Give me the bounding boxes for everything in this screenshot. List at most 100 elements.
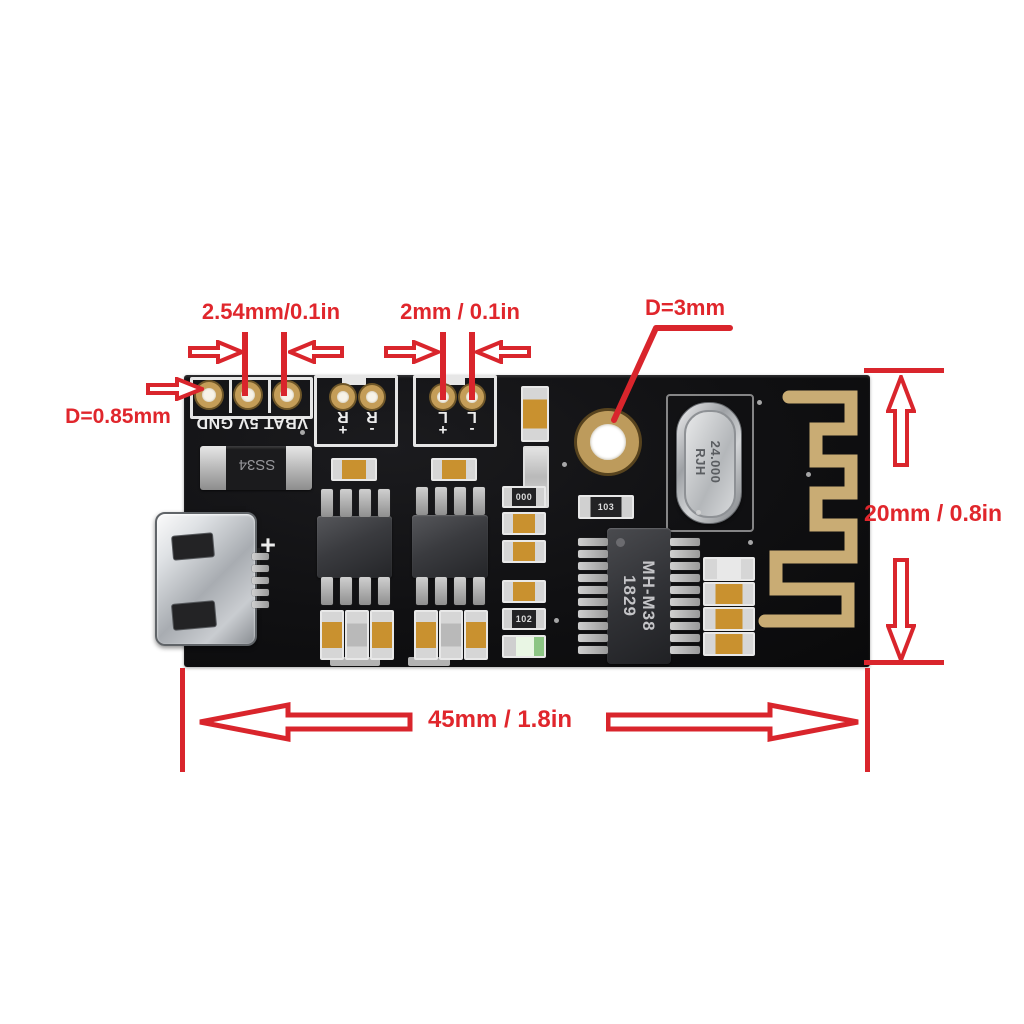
ic-pin: [578, 538, 608, 546]
edge-pad: [408, 657, 450, 666]
measure-line: [281, 332, 287, 396]
chip-pin: [473, 577, 485, 605]
led-indicator: [502, 635, 546, 658]
chip-pin: [435, 577, 447, 605]
l-plus-label: + L: [438, 408, 448, 438]
ic-pin: [578, 574, 608, 582]
chip-pin: [340, 577, 352, 605]
ic-pin: [578, 598, 608, 606]
leader-line: [611, 325, 733, 423]
via-dot: [696, 510, 701, 515]
dimension-tick: [864, 660, 944, 665]
ic-pin: [670, 550, 700, 558]
r-minus-label: - R: [366, 408, 378, 438]
ic-pin: [670, 610, 700, 618]
l-minus-label: - L: [467, 408, 477, 438]
ic-pin: [578, 646, 608, 654]
r-plus-label: + R: [337, 408, 349, 438]
header-pitch-label: 2.54mm/0.1in: [201, 299, 341, 324]
board-width-label: 45mm / 1.8in: [427, 706, 573, 733]
chip-pin: [454, 487, 466, 515]
ic-pin: [578, 622, 608, 630]
right-channel-outline: [314, 375, 398, 447]
via-dot: [300, 430, 305, 435]
arrow-right-icon: [606, 701, 859, 743]
main-ic-marking: MH-M38 1829: [620, 560, 658, 632]
amp-chip: [317, 516, 392, 578]
chip-pin: [416, 577, 428, 605]
smd-resistor: [431, 458, 477, 481]
usb-contact: [252, 565, 269, 572]
smd-resistor: [703, 582, 755, 606]
arrow-left-icon: [199, 701, 413, 743]
ic-pin: [670, 538, 700, 546]
main-ic-body: [607, 528, 671, 664]
ic-pin: [670, 574, 700, 582]
resistor-000: 000: [502, 486, 546, 508]
arrow-left-icon: [288, 340, 344, 364]
chip-pin: [416, 487, 428, 515]
arrow-up-icon: [886, 375, 916, 467]
chip-pin: [321, 577, 333, 605]
measure-line: [440, 332, 446, 400]
ic-pin: [670, 646, 700, 654]
power-header-label: VBAT 5V GND: [196, 414, 308, 431]
smd-component: [320, 610, 344, 660]
ic-pin: [670, 634, 700, 642]
pin-hole-r-minus: [360, 385, 384, 409]
diode-cap: [286, 446, 312, 490]
edge-pad: [330, 657, 380, 666]
arrow-left-icon: [475, 340, 531, 364]
audio-pitch-label: 2mm / 0.1in: [400, 299, 520, 324]
smd-resistor: [331, 458, 377, 481]
resistor-102: 102: [502, 608, 546, 630]
via-dot: [757, 400, 762, 405]
chip-pin: [435, 487, 447, 515]
via-dot: [554, 618, 559, 623]
left-channel-notch: [441, 375, 465, 385]
ic-pin: [670, 586, 700, 594]
dimension-tick: [864, 368, 944, 373]
chip-pin: [378, 577, 390, 605]
mount-hole-diameter-label: D=3mm: [644, 295, 726, 320]
mounting-hole: [577, 411, 639, 473]
diode-marking: SS34: [238, 456, 276, 473]
chip-pin: [454, 577, 466, 605]
usb-polarity-label: +: [260, 530, 276, 560]
usb-slot: [170, 532, 216, 561]
usb-contact: [252, 577, 269, 584]
ic-pin1-dot: [616, 538, 625, 547]
bluetooth-antenna: [758, 390, 858, 628]
usb-contact: [252, 553, 269, 560]
ic-pin: [670, 622, 700, 630]
usb-contact: [252, 601, 269, 608]
pin-hole-5v: [235, 382, 261, 408]
smd-capacitor: [521, 386, 549, 442]
ic-pin: [578, 586, 608, 594]
arrow-right-icon: [384, 340, 440, 364]
header-divider: [229, 377, 232, 413]
smd-component: [439, 610, 463, 660]
chip-pin: [359, 489, 371, 517]
chip-pin: [321, 489, 333, 517]
smd-component: [414, 610, 438, 660]
ic-pin: [578, 610, 608, 618]
smd-component: [502, 512, 546, 535]
smd-resistor: [703, 557, 755, 581]
ic-pin: [578, 634, 608, 642]
pin-hole-diameter-label: D=0.85mm: [65, 405, 171, 428]
pin-hole-r-plus: [331, 385, 355, 409]
amp-chip: [412, 515, 488, 578]
smd-component: [370, 610, 394, 660]
crystal-outline: [666, 394, 754, 532]
ic-pin: [670, 562, 700, 570]
ic-pin: [578, 562, 608, 570]
pin-hole-vbat: [274, 382, 300, 408]
usb-slot: [170, 600, 218, 631]
chip-pin: [340, 489, 352, 517]
ic-pin: [670, 598, 700, 606]
smd-resistor: [703, 607, 755, 631]
via-dot: [748, 540, 753, 545]
measure-line: [469, 332, 475, 400]
arrow-right-icon: [188, 340, 244, 364]
